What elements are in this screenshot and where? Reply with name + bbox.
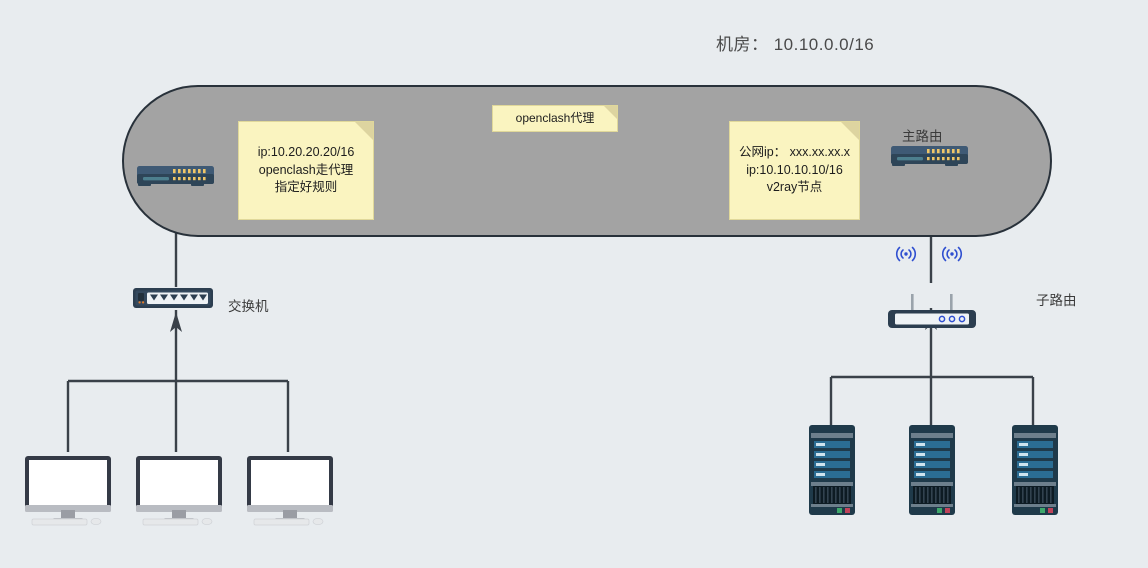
wifi-signal-icon-right [936, 243, 968, 265]
desktop-computer-icon [135, 448, 223, 528]
label-main-router: 主路由 [902, 129, 943, 144]
sticky-note-center: openclash代理 [492, 105, 618, 132]
router-icon-main [891, 144, 968, 174]
server-tower-icon [807, 421, 857, 517]
label-switch: 交换机 [228, 299, 269, 314]
note-fold-corner [604, 106, 617, 119]
wireless-router-icon [888, 282, 976, 333]
page-title: 机房： 10.10.0.0/16 [716, 35, 875, 54]
sticky-note-center-text: openclash代理 [515, 110, 595, 125]
server-tower-icon [907, 421, 957, 517]
sticky-note-left-text: ip:10.20.20.20/16 openclash走代理 指定好规则 [257, 144, 355, 195]
desktop-computer-icon [24, 448, 112, 528]
sticky-note-right: 公网ip： xxx.xx.xx.x ip:10.10.10.10/16 v2ra… [729, 121, 860, 220]
wifi-signal-icon-left [890, 243, 922, 265]
sticky-note-right-text: 公网ip： xxx.xx.xx.x ip:10.10.10.10/16 v2ra… [738, 144, 851, 195]
switch-icon [133, 287, 213, 309]
note-fold-corner [355, 122, 373, 140]
server-tower-icon [1010, 421, 1060, 517]
sticky-note-left: ip:10.20.20.20/16 openclash走代理 指定好规则 [238, 121, 374, 220]
router-icon-left [137, 164, 214, 194]
label-sub-router: 子路由 [1036, 293, 1077, 308]
note-fold-corner [841, 122, 859, 140]
desktop-computer-icon [246, 448, 334, 528]
